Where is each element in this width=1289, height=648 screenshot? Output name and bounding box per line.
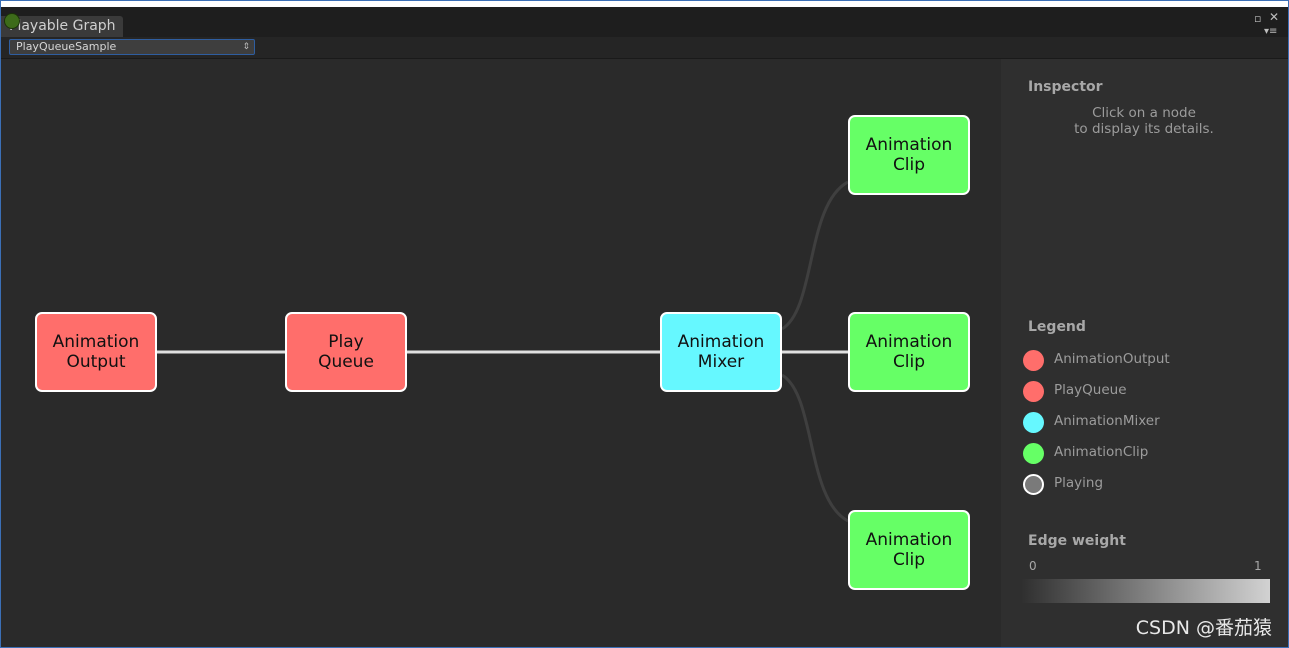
edge-weight-max: 1 (1254, 559, 1262, 573)
tab-bar: Playable Graph ▫ ✕ ▾≡ (1, 7, 1288, 37)
inspector-title: Inspector (1028, 79, 1103, 95)
legend-title: Legend (1028, 319, 1086, 335)
graph-toolbar: PlayQueueSample ⇕ (1, 37, 1288, 59)
status-dot-icon (4, 13, 20, 29)
node-label-line2: Clip (892, 352, 926, 372)
node-label-line2: Mixer (697, 352, 745, 372)
node-label-line1: Animation (865, 135, 953, 155)
edges-layer (157, 180, 849, 523)
node-label-line2: Output (66, 352, 126, 372)
legend-swatch-icon (1023, 474, 1044, 495)
node-label-line2: Queue (318, 352, 374, 372)
legend-label: AnimationClip (1054, 444, 1149, 460)
node-animation-mixer[interactable]: Animation Mixer (660, 312, 782, 392)
inspector-hint-line1: Click on a node (1092, 105, 1196, 121)
graph-select-value: PlayQueueSample (16, 40, 117, 53)
inspector-hint-line2: to display its details. (1074, 121, 1214, 137)
legend-swatch-icon (1023, 412, 1044, 433)
node-animation-clip-2[interactable]: Animation Clip (848, 312, 970, 392)
window-menu-icon[interactable]: ▾≡ (1264, 26, 1278, 37)
legend-label: Playing (1054, 475, 1104, 491)
select-arrow-icon: ⇕ (242, 42, 250, 52)
node-play-queue[interactable]: Play Queue (285, 312, 407, 392)
edge-mixer-clip-1 (781, 180, 849, 331)
close-icon[interactable]: ✕ (1269, 10, 1280, 24)
legend-swatch-icon (1023, 381, 1044, 402)
edge-weight-min: 0 (1029, 559, 1037, 573)
graph-canvas[interactable]: Animation Output Play Queue Animation Mi… (1, 59, 1001, 647)
node-label-line1: Animation (865, 530, 953, 550)
legend-label: PlayQueue (1054, 382, 1127, 398)
node-label-line2: Clip (892, 550, 926, 570)
inspector-panel: Inspector Click on a node to display its… (1001, 59, 1288, 647)
watermark: CSDN @番茄猿 (1135, 617, 1272, 639)
window-top-border (1, 1, 1288, 7)
edge-mixer-clip-3 (781, 373, 849, 523)
node-animation-clip-1[interactable]: Animation Clip (848, 115, 970, 195)
edge-weight-title: Edge weight (1028, 533, 1126, 549)
legend-swatch-icon (1023, 350, 1044, 371)
node-label-line1: Animation (677, 332, 765, 352)
node-label-line2: Clip (892, 155, 926, 175)
graph-select[interactable]: PlayQueueSample ⇕ (9, 39, 255, 55)
node-label-line1: Animation (52, 332, 140, 352)
node-label-line1: Play (328, 332, 364, 352)
node-animation-clip-3[interactable]: Animation Clip (848, 510, 970, 590)
tab-playable-graph[interactable]: Playable Graph (1, 16, 123, 37)
edge-weight-gradient (1021, 579, 1270, 603)
node-animation-output[interactable]: Animation Output (35, 312, 157, 392)
maximize-icon[interactable]: ▫ (1254, 12, 1262, 25)
node-label-line1: Animation (865, 332, 953, 352)
legend-label: AnimationMixer (1054, 413, 1160, 429)
tab-title: Playable Graph (9, 18, 116, 34)
legend-label: AnimationOutput (1054, 351, 1170, 367)
legend-swatch-icon (1023, 443, 1044, 464)
